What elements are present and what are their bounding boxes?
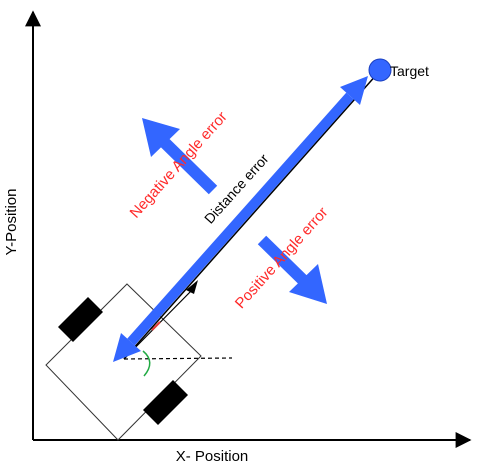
y-axis-label: Y-Position <box>3 189 20 256</box>
distance-error-arrow <box>113 76 368 362</box>
robot-heading-arrowhead <box>186 280 198 294</box>
distance-line <box>123 72 379 360</box>
distance-error-arrow-shaft <box>127 92 354 346</box>
target-label: Target <box>390 63 429 79</box>
robot-wheel-left <box>58 297 103 342</box>
angle-red-tick <box>151 321 161 331</box>
robot <box>45 280 233 441</box>
negative-angle-arrow <box>142 118 218 195</box>
distance-error-arrowhead-end <box>340 76 368 105</box>
x-axis-label: X- Position <box>176 448 249 465</box>
robot-wheel-right <box>143 380 188 425</box>
target-marker <box>368 58 392 82</box>
robot-body <box>45 283 202 441</box>
distance-error-arrowhead-start <box>113 333 141 362</box>
positive-angle-arrow <box>257 235 327 304</box>
negative-angle-arrowhead <box>142 118 180 157</box>
axes <box>25 10 472 448</box>
positive-angle-arrow-shaft <box>257 235 312 289</box>
positive-angle-arrowhead <box>289 264 327 304</box>
negative-angle-arrow-shaft <box>157 135 218 195</box>
angle-arc <box>142 350 151 377</box>
